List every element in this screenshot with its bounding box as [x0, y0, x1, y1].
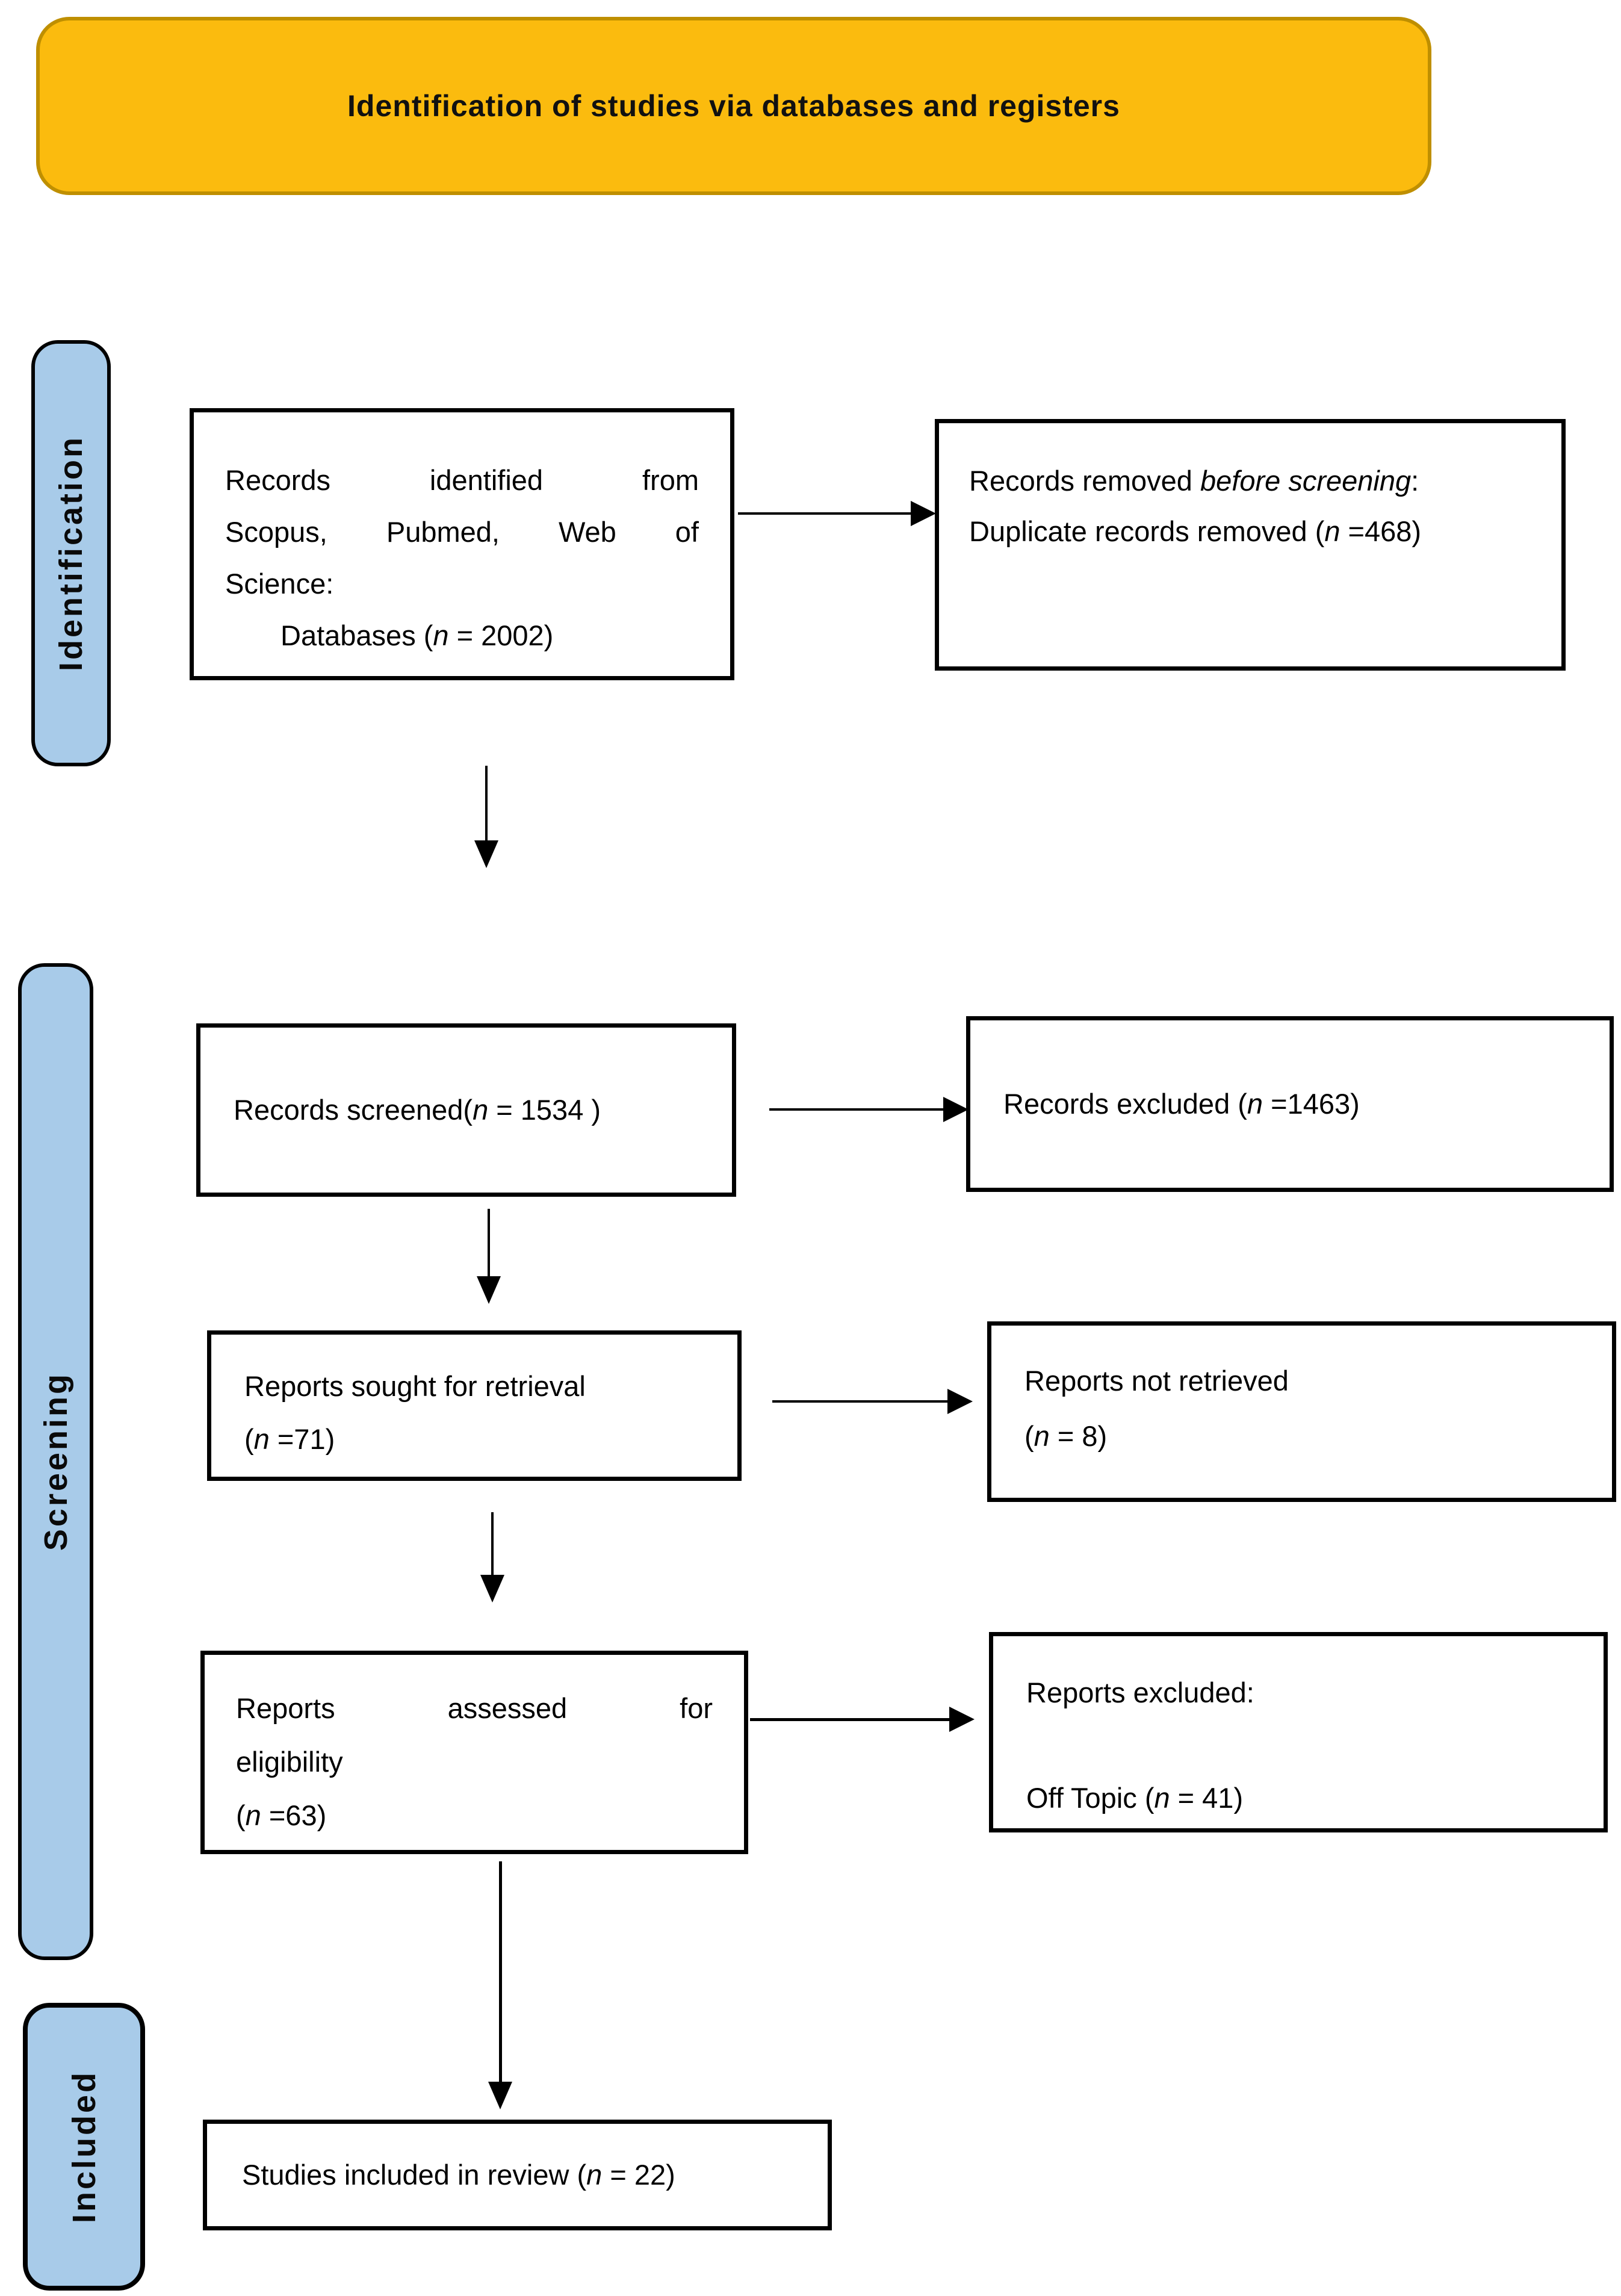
box-line: Off Topic (n = 41): [1026, 1782, 1244, 1814]
box-text-segment: Records removed: [969, 465, 1200, 497]
header-banner: Identification of studies via databases …: [36, 17, 1431, 195]
arrow-shaft: [738, 512, 913, 515]
box-records-identified: Records identified from Scopus, Pubmed, …: [190, 408, 734, 680]
box-records-screened: Records screened(n = 1534 ): [196, 1023, 736, 1197]
box-reports-assessed: Reports assessed for eligibility (n =63): [200, 1651, 748, 1854]
arrowhead-right-icon: [949, 1707, 975, 1732]
arrow-shaft: [491, 1512, 494, 1577]
arrowhead-right-icon: [911, 501, 936, 526]
box-line: Duplicate records removed (n =468): [969, 515, 1422, 547]
box-records-excluded: Records excluded (n =1463): [966, 1016, 1614, 1192]
arrow-shaft: [499, 1861, 502, 2085]
arrow-shaft: [485, 766, 488, 843]
arrow-shaft: [769, 1108, 945, 1111]
box-studies-included: Studies included in review (n = 22): [203, 2120, 832, 2230]
arrowhead-right-icon: [943, 1097, 969, 1122]
box-line: Science:: [225, 568, 334, 600]
arrowhead-down-icon: [480, 1575, 504, 1603]
box-line: Records excluded (n =1463): [1003, 1088, 1360, 1120]
box-line: (n =71): [244, 1423, 335, 1455]
sidebar-included-label: Included: [66, 2070, 102, 2223]
box-line: Records screened(n = 1534 ): [234, 1094, 601, 1126]
arrowhead-down-icon: [488, 2082, 512, 2109]
box-reports-not-retrieved: Reports not retrieved (n = 8): [987, 1321, 1616, 1502]
box-line: Records removed before screening:: [969, 456, 1534, 506]
box-records-removed: Records removed before screening: Duplic…: [935, 419, 1566, 671]
box-text-segment: :: [1411, 465, 1419, 497]
sidebar-screening-label: Screening: [37, 1372, 74, 1551]
sidebar-screening: Screening: [18, 963, 93, 1960]
box-line: eligibility: [236, 1746, 343, 1778]
arrowhead-down-icon: [474, 840, 498, 868]
box-text-segment-italic: before screening: [1200, 465, 1412, 497]
box-line: Reports sought for retrieval: [244, 1370, 586, 1402]
box-line: Records identified from: [225, 464, 699, 496]
sidebar-identification: Identification: [31, 340, 111, 766]
box-line: Databases (n = 2002): [280, 619, 554, 651]
arrowhead-down-icon: [477, 1276, 501, 1304]
sidebar-included: Included: [23, 2003, 145, 2291]
page-title: Identification of studies via databases …: [347, 89, 1120, 123]
box-line: (n =63): [236, 1799, 327, 1831]
box-line: Reports assessed for: [236, 1692, 713, 1724]
box-line: Reports not retrieved: [1024, 1365, 1289, 1397]
arrowhead-right-icon: [947, 1389, 973, 1414]
box-line: Studies included in review (n = 22): [242, 2159, 675, 2191]
box-reports-sought: Reports sought for retrieval (n =71): [207, 1330, 742, 1481]
arrow-shaft: [488, 1209, 490, 1279]
arrow-shaft: [772, 1400, 949, 1403]
box-line: Scopus, Pubmed, Web of: [225, 516, 699, 548]
box-reports-excluded: Reports excluded: Off Topic (n = 41): [989, 1632, 1608, 1832]
box-line: Reports excluded:: [1026, 1677, 1254, 1708]
sidebar-identification-label: Identification: [53, 435, 89, 671]
box-line: (n = 8): [1024, 1420, 1108, 1452]
arrow-shaft: [750, 1718, 951, 1721]
